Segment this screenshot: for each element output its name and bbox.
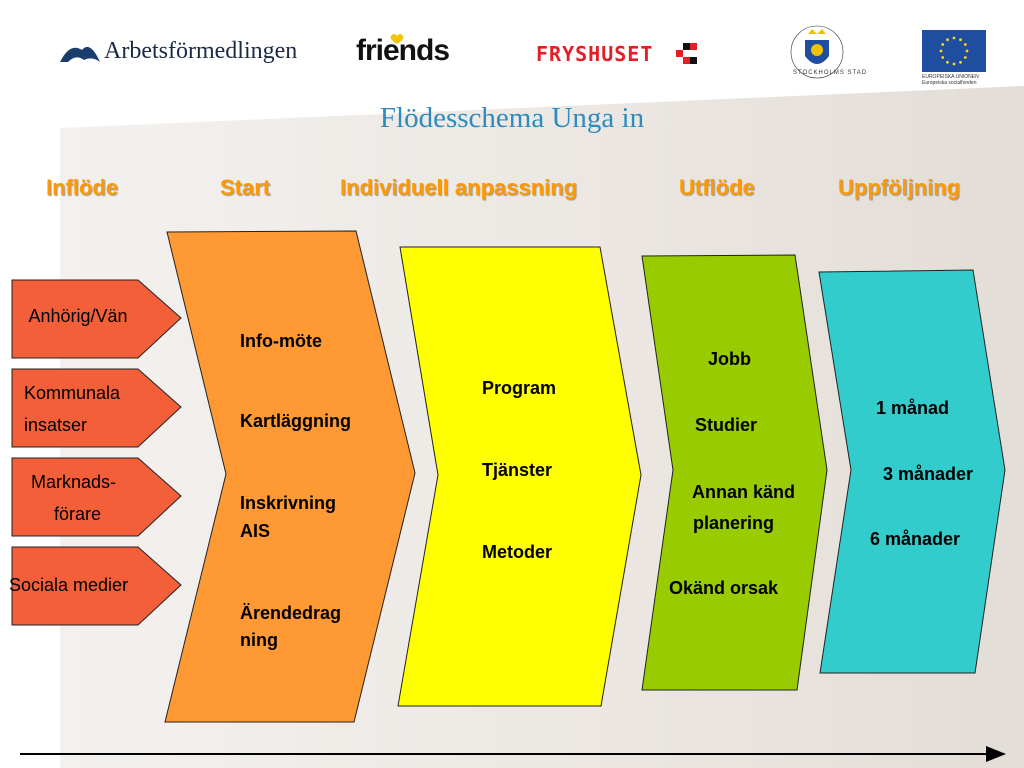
eu-label-line1: EUROPEISKA UNIONEN bbox=[922, 74, 979, 80]
eu-star-icon bbox=[963, 56, 967, 59]
eu-star-icon bbox=[941, 56, 945, 59]
start-item-inskrivning: Inskrivning bbox=[240, 493, 337, 513]
uppfoljning-item-3-manader: 3 månader bbox=[883, 464, 974, 484]
start-item-ning: ning bbox=[240, 630, 278, 650]
friends-heart-icon bbox=[390, 34, 404, 44]
eu-label-line2: Europeiska socialfonden bbox=[922, 80, 977, 86]
eu-star-icon bbox=[965, 49, 969, 53]
start-item-kartlaggning: Kartläggning bbox=[240, 411, 351, 431]
inflow-label-marknads-1: Marknads- bbox=[31, 472, 117, 492]
fryshuset-check-icon-4 bbox=[690, 57, 697, 64]
fryshuset-check-icon-5 bbox=[683, 43, 690, 50]
eu-star-icon bbox=[939, 49, 943, 53]
fryshuset-logo: FRYSHUSET bbox=[536, 42, 654, 66]
inflow-label-kommunala-2: insatser bbox=[24, 415, 88, 435]
arbetsformedlingen-wave-icon bbox=[60, 46, 100, 62]
inflow-label-sociala: Sociala medier bbox=[9, 575, 129, 595]
header-individuell-anpassning: Individuell anpassning bbox=[340, 175, 578, 200]
inflow-label-kommunala-1: Kommunala bbox=[24, 383, 121, 403]
individuell-chevron bbox=[397, 246, 642, 707]
utflode-item-okand-orsak: Okänd orsak bbox=[669, 578, 779, 598]
fryshuset-check-icon-1 bbox=[676, 50, 683, 57]
fryshuset-check-icon-3 bbox=[683, 57, 690, 64]
inflow-shape-marknadsforare bbox=[11, 457, 182, 537]
fryshuset-check-icon-2 bbox=[690, 43, 697, 50]
individuell-item-tjanster: Tjänster bbox=[482, 460, 553, 480]
uppfoljning-item-6-manader: 6 månader bbox=[870, 529, 961, 549]
inflow-shape-sociala bbox=[11, 546, 182, 626]
header-utfloede: Utflöde bbox=[679, 175, 755, 200]
page-title: Flödesschema Unga in bbox=[379, 102, 645, 134]
arbetsformedlingen-logo: Arbetsförmedlingen bbox=[104, 38, 298, 64]
individuell-item-metoder: Metoder bbox=[482, 542, 553, 562]
start-chevron bbox=[164, 230, 416, 723]
inflow-label-anhorig: Anhörig/Vän bbox=[28, 306, 128, 326]
eu-star-icon bbox=[959, 38, 962, 42]
eu-star-icon bbox=[959, 60, 962, 64]
header-infloede: Inflöde bbox=[46, 175, 119, 200]
friends-logo: friends bbox=[356, 34, 450, 67]
start-item-info-mote: Info-möte bbox=[240, 331, 322, 351]
eu-star-icon bbox=[946, 60, 949, 64]
header-uppfoeljning: Uppföljning bbox=[838, 175, 961, 200]
utflode-item-planering: planering bbox=[693, 513, 775, 533]
uppfoljning-item-1-manad: 1 månad bbox=[876, 398, 950, 418]
uppfoljning-chevron bbox=[818, 269, 1006, 674]
header-start: Start bbox=[220, 175, 271, 200]
inflow-shape-anhorig bbox=[11, 279, 182, 359]
eu-star-icon bbox=[946, 38, 949, 42]
eu-flag-icon bbox=[922, 30, 986, 72]
eu-star-icon bbox=[963, 43, 967, 46]
eu-star-icon bbox=[952, 36, 956, 40]
utflode-item-studier: Studier bbox=[695, 415, 758, 435]
inflow-shape-kommunala bbox=[11, 368, 182, 448]
individuell-item-program: Program bbox=[482, 378, 557, 398]
eu-star-icon bbox=[941, 43, 945, 46]
eu-stars-icon bbox=[939, 36, 969, 66]
stockholm-seal-ring bbox=[790, 25, 844, 79]
start-item-ais: AIS bbox=[240, 521, 271, 541]
eu-star-icon bbox=[952, 62, 956, 66]
start-item-arendedrag: Ärendedrag bbox=[240, 603, 342, 623]
stockholm-crown-icon bbox=[808, 29, 826, 34]
utflode-item-jobb: Jobb bbox=[708, 349, 751, 369]
utflode-item-annan-kand: Annan känd bbox=[692, 482, 796, 502]
inflow-label-marknads-2: förare bbox=[54, 504, 102, 524]
stockholm-head-icon bbox=[811, 44, 823, 56]
stockholm-seal-text: STOCKHOLMS STAD bbox=[793, 70, 868, 76]
utflode-chevron bbox=[641, 254, 828, 691]
